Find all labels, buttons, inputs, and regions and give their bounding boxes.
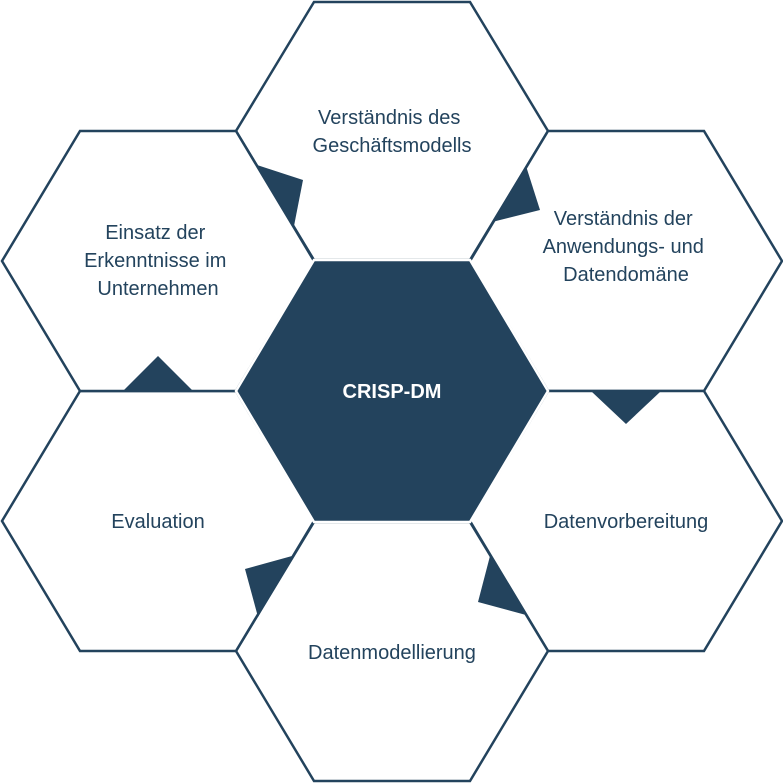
phase-evaluation: Evaluation — [0, 389, 316, 653]
cycle-arrow-deployment-to-business — [257, 165, 303, 226]
phase-label-line: Verständnis des — [318, 107, 460, 129]
cycle-arrow-modeling-to-evaluation — [245, 556, 292, 617]
phase-label-line: Erkenntnisse im — [84, 250, 226, 272]
phase-label-line: Datenvorbereitung — [544, 511, 709, 533]
phase-label-line: Geschäftsmodells — [313, 135, 472, 157]
cycle-arrow-evaluation-to-deployment — [124, 356, 192, 390]
phase-label-deployment: Einsatz der Erkenntnisse im Unternehmen — [84, 222, 232, 300]
phase-label-data-preparation: Datenvorbereitung — [544, 511, 709, 533]
phase-label-line: Verständnis der — [554, 208, 693, 230]
phase-modeling: Datenmodellierung — [234, 520, 550, 783]
phase-label-business-understanding: Verständnis des Geschäftsmodells — [313, 107, 472, 157]
phase-label-line: Anwendungs- und — [543, 236, 704, 258]
center-node: CRISP-DM — [234, 258, 550, 524]
phase-data-understanding: Verständnis der Anwendungs- und Datendom… — [468, 129, 783, 393]
phase-label-evaluation: Evaluation — [111, 511, 204, 533]
phase-label-line: Unternehmen — [97, 278, 218, 300]
phase-label-line: Datendomäne — [563, 264, 689, 286]
cycle-arrow-data-understanding-to-preparation — [592, 392, 660, 424]
cycle-arrow-business-to-data-understanding — [492, 166, 540, 222]
cycle-arrow-preparation-to-modeling — [478, 556, 526, 615]
phase-label-modeling: Datenmodellierung — [308, 642, 476, 664]
phase-label-line: Datenmodellierung — [308, 642, 476, 664]
phase-label-line: Einsatz der — [105, 222, 205, 244]
center-label: CRISP-DM — [343, 381, 442, 403]
phase-label-line: Evaluation — [111, 511, 204, 533]
center-hexagon — [234, 258, 550, 524]
phase-label-data-understanding: Verständnis der Anwendungs- und Datendom… — [543, 208, 710, 286]
